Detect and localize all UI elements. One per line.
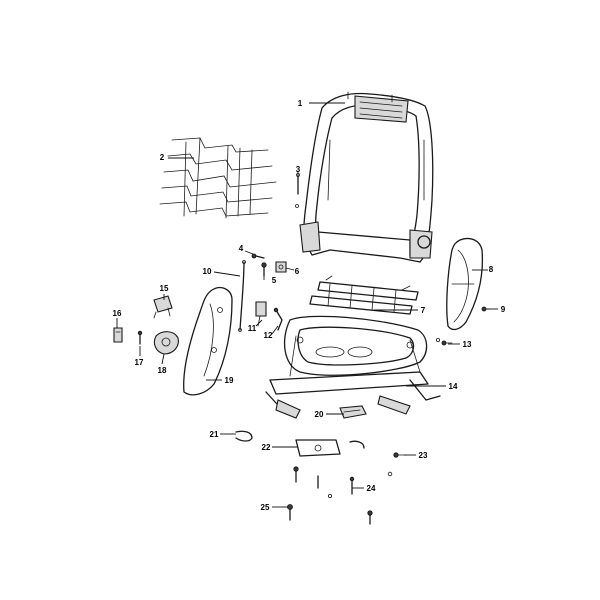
bolts-part-24 xyxy=(317,475,355,498)
callout-16: 16 xyxy=(113,309,122,318)
leader-12 xyxy=(271,325,279,335)
seat-back-frame xyxy=(299,91,434,263)
handle-part-20 xyxy=(339,405,367,419)
callout-20: 20 xyxy=(315,410,324,419)
callout-6: 6 xyxy=(295,267,300,276)
callout-2: 2 xyxy=(160,153,165,162)
callout-7: 7 xyxy=(421,306,426,315)
leader-4 xyxy=(244,250,254,255)
connector-part-16 xyxy=(113,327,123,343)
callout-21: 21 xyxy=(210,430,219,439)
callout-18: 18 xyxy=(158,366,167,375)
callout-3: 3 xyxy=(296,165,301,174)
callout-12: 12 xyxy=(264,331,273,340)
cable-part-10 xyxy=(238,260,246,332)
callout-14: 14 xyxy=(449,382,458,391)
pin-part-17 xyxy=(137,330,143,345)
screw-part-23 xyxy=(387,452,407,477)
callout-23: 23 xyxy=(419,451,428,460)
leader-lines xyxy=(116,102,498,508)
motor-part-18 xyxy=(153,331,179,355)
screw-part-5 xyxy=(261,262,267,277)
bolt-part-13 xyxy=(435,337,453,346)
rod-part-3 xyxy=(295,173,300,208)
leader-6 xyxy=(285,267,295,271)
lifter-bracket-part-7 xyxy=(309,275,419,315)
callout-25: 25 xyxy=(261,503,270,512)
callout-13: 13 xyxy=(463,340,472,349)
bolt-part-4 xyxy=(251,253,265,259)
callout-19: 19 xyxy=(225,376,234,385)
seat-spring-mat xyxy=(159,137,277,219)
cover-part-22 xyxy=(295,439,365,457)
bolt-part-25 xyxy=(287,466,373,525)
callout-15: 15 xyxy=(160,284,169,293)
leader-18 xyxy=(161,353,165,365)
callout-numbers: 1 2 3 4 5 6 7 8 9 10 11 12 13 14 15 16 1… xyxy=(113,99,506,512)
cushion-frame-part-14 xyxy=(265,315,441,419)
callout-5: 5 xyxy=(272,276,277,285)
clip-part-12 xyxy=(273,307,283,331)
callout-8: 8 xyxy=(489,265,494,274)
side-shield-part-19 xyxy=(183,286,233,396)
callout-24: 24 xyxy=(367,484,376,493)
bracket-part-6 xyxy=(275,261,287,273)
leader-10 xyxy=(213,271,241,277)
bolster-part-8 xyxy=(446,237,484,331)
callout-11: 11 xyxy=(248,324,257,333)
leader-11 xyxy=(255,319,263,327)
callout-4: 4 xyxy=(239,244,244,253)
callout-1: 1 xyxy=(298,99,303,108)
callout-9: 9 xyxy=(501,305,506,314)
callout-22: 22 xyxy=(262,443,271,452)
bracket-part-15 xyxy=(153,295,173,319)
clip-part-21 xyxy=(235,430,253,442)
latch-part-11 xyxy=(255,301,267,327)
callout-17: 17 xyxy=(135,358,144,367)
callout-10: 10 xyxy=(203,267,212,276)
